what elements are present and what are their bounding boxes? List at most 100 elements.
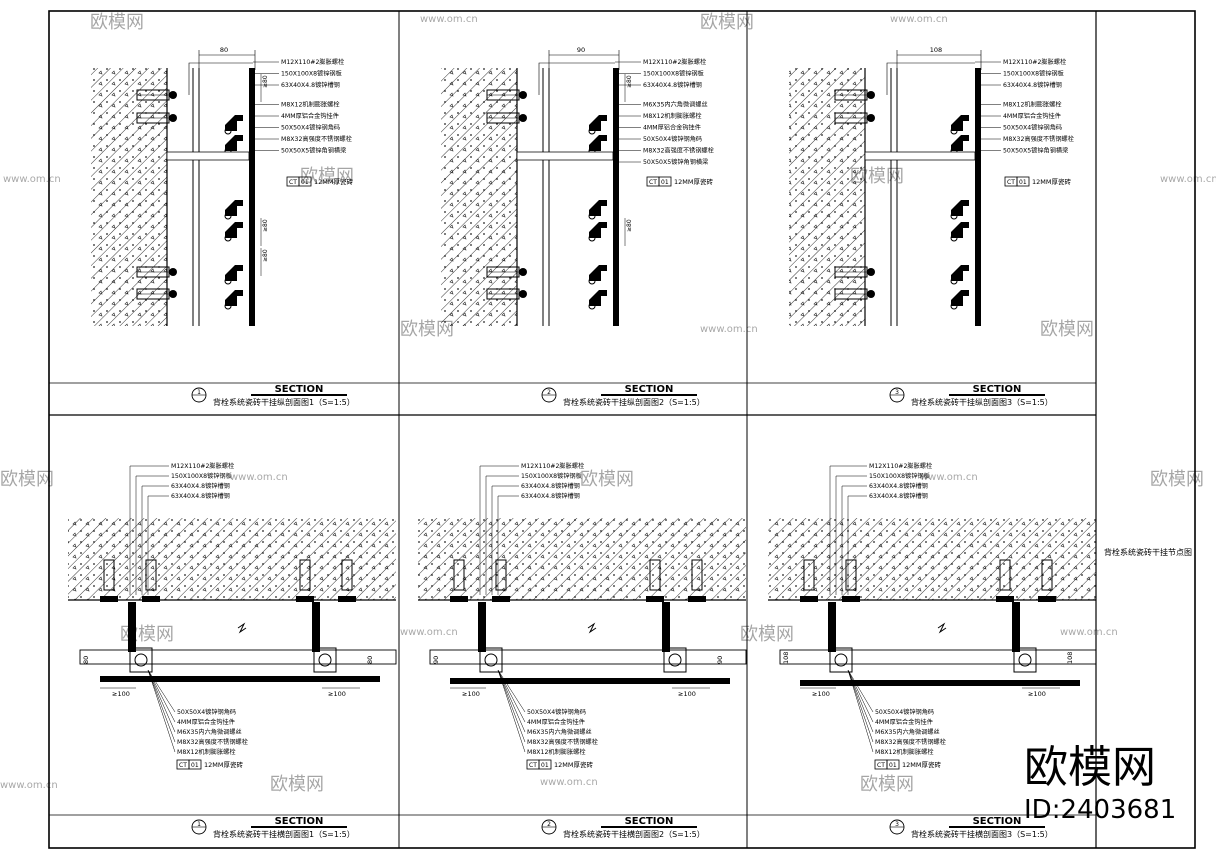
ceramic-tile xyxy=(450,678,730,684)
bolt-nut xyxy=(867,114,875,122)
callout-label: 4MM厚铝合金钩挂件 xyxy=(1003,112,1061,120)
material-tag-box xyxy=(188,759,202,770)
expansion-bolt xyxy=(649,559,661,591)
expansion-bolt xyxy=(1041,559,1053,591)
callout-label: 4MM厚铝合金钩挂件 xyxy=(875,718,933,726)
material-tag-number: 01 xyxy=(889,762,897,769)
bolt-nut xyxy=(867,268,875,276)
callout-label: 50X50X4镀锌钢角码 xyxy=(281,124,340,132)
expansion-bolt xyxy=(803,559,815,591)
callout-label: M8X32高强度不锈钢螺栓 xyxy=(643,147,714,155)
leader-line xyxy=(847,669,874,743)
aluminium-hook xyxy=(589,135,607,151)
bracket-bolt xyxy=(224,234,232,242)
dimension-value: 90 xyxy=(716,656,724,664)
leader-line xyxy=(847,669,874,733)
watermark-brand: 欧模网 xyxy=(1040,319,1094,340)
aluminium-hook xyxy=(951,222,969,238)
concrete-aggregate xyxy=(789,68,865,326)
watermark-brand: 欧模网 xyxy=(860,774,914,795)
dimension-value: 90 xyxy=(432,656,440,664)
callout-label: M8X12机制膨胀螺栓 xyxy=(281,101,340,109)
watermark-url: www.om.cn xyxy=(1160,174,1216,185)
callout-label: M12X110#2膨胀螺栓 xyxy=(521,462,584,470)
concrete-aggregate xyxy=(768,518,1096,600)
bracket-bolt xyxy=(588,277,596,285)
steel-channel xyxy=(128,602,136,652)
ceramic-tile xyxy=(975,68,981,326)
detail-title: 背栓系统瓷砖干挂横剖面图2（S=1:5） xyxy=(563,829,705,839)
steel-channel xyxy=(828,602,836,652)
material-tag-number: 01 xyxy=(541,762,549,769)
watermark-url: www.om.cn xyxy=(920,472,978,483)
detail-number: 2 xyxy=(547,821,551,828)
callout-label: 63X40X4.8镀锌槽钢 xyxy=(171,492,230,500)
material-tag-code: CT xyxy=(179,762,187,769)
expansion-bolt xyxy=(145,559,157,591)
callout-label: 50X50X5镀锌角钢横梁 xyxy=(643,158,708,166)
dimension-value: ≥80 xyxy=(626,219,633,232)
dimension-value: ≥80 xyxy=(262,249,269,262)
callout-label: 50X50X4镀锌钢角码 xyxy=(875,708,934,716)
section-heading: SECTION xyxy=(973,384,1022,395)
watermark-brand: 欧模网 xyxy=(700,12,754,33)
callout-label: 150X100X8镀锌钢板 xyxy=(643,70,704,78)
bracket-bolt xyxy=(588,212,596,220)
leader-line xyxy=(497,669,526,733)
concrete-aggregate xyxy=(91,68,167,326)
aluminium-hook xyxy=(225,200,243,216)
leader-line xyxy=(497,669,526,743)
aluminium-hook xyxy=(589,200,607,216)
callout-label: 4MM厚铝合金钩挂件 xyxy=(643,124,701,132)
callout-label: M6X35内六角微调螺丝 xyxy=(643,101,708,109)
callout-label: M8X32高强度不锈钢螺栓 xyxy=(875,738,946,746)
detail-number: 2 xyxy=(547,389,551,396)
callout-label: M8X12机制膨胀螺栓 xyxy=(177,748,236,756)
side-title: 背栓系统瓷砖干挂节点图 xyxy=(1104,547,1192,557)
bolt-plate xyxy=(688,596,706,602)
dimension-value: ≥100 xyxy=(328,690,346,698)
adjust-bolt xyxy=(484,653,498,667)
detail-title: 背栓系统瓷砖干挂纵剖面图2（S=1:5） xyxy=(563,397,705,407)
angle-bracket xyxy=(1013,647,1037,673)
material-tag-number: 01 xyxy=(191,762,199,769)
material-tag-box xyxy=(658,176,672,187)
material-tag-code: CT xyxy=(649,179,657,186)
dimension-value: ≥100 xyxy=(812,690,830,698)
leader-line xyxy=(188,62,253,95)
angle-beam xyxy=(79,649,397,665)
leader-line xyxy=(497,669,526,713)
dimension-value: ≥100 xyxy=(678,690,696,698)
callout-label: 63X40X4.8镀锌槽钢 xyxy=(521,482,580,490)
steel-channel xyxy=(662,602,670,652)
leader-line xyxy=(847,669,874,753)
material-tag-text: 12MM厚瓷砖 xyxy=(902,760,941,769)
watermark-brand: 欧模网 xyxy=(270,774,324,795)
bolt-plate xyxy=(450,596,468,602)
bracket-bolt xyxy=(950,277,958,285)
sheet-border xyxy=(48,10,1196,849)
callout-label: M12X110#2膨胀螺栓 xyxy=(171,462,234,470)
bolt-nut xyxy=(169,91,177,99)
bolt-plate xyxy=(646,596,664,602)
angle-beam xyxy=(429,649,747,665)
watermark-url: www.om.cn xyxy=(230,472,288,483)
callout-label: 63X40X4.8镀锌槽钢 xyxy=(869,492,928,500)
steel-channel xyxy=(312,602,320,652)
bracket-bolt xyxy=(224,127,232,135)
bracket-bolt xyxy=(224,302,232,310)
watermark-url: www.om.cn xyxy=(540,777,598,788)
callout-label: 150X100X8镀锌钢板 xyxy=(281,70,342,78)
watermark-url: www.om.cn xyxy=(890,14,948,25)
bolt-nut xyxy=(519,114,527,122)
watermark-brand: 欧模网 xyxy=(740,624,794,645)
leader-line xyxy=(847,669,874,723)
aluminium-hook xyxy=(589,222,607,238)
ceramic-tile xyxy=(100,676,380,682)
callout-label: 50X50X5镀锌角钢横梁 xyxy=(1003,147,1068,155)
material-tag-text: 12MM厚瓷砖 xyxy=(1032,177,1071,186)
callout-label: 63X40X4.8镀锌槽钢 xyxy=(869,482,928,490)
callout-label: 50X50X5镀锌角钢横梁 xyxy=(281,147,346,155)
callout-label: 150X100X8镀锌钢板 xyxy=(521,472,582,480)
